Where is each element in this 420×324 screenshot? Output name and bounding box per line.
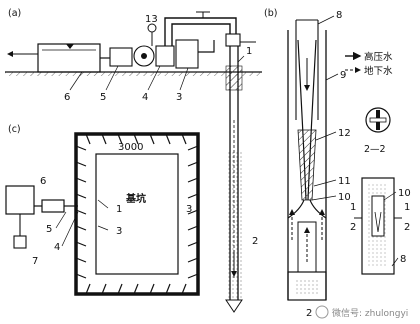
panel-a-label: (a) — [8, 8, 21, 19]
label-2: 2 — [252, 236, 258, 247]
cut-mark-right-2: 2 — [404, 222, 410, 233]
well-point — [187, 193, 199, 199]
section-2-2: 2—2 10 8 1 2 1 2 — [350, 107, 411, 275]
well-point — [187, 225, 199, 231]
label-c-5: 5 — [46, 224, 52, 235]
label-6: 6 — [64, 92, 70, 103]
well-point — [117, 133, 123, 145]
well-casing — [225, 46, 243, 313]
well-point — [165, 283, 171, 295]
cut-mark-right-1: 1 — [404, 202, 410, 213]
well-point — [165, 133, 171, 145]
well-point — [187, 145, 199, 151]
well-point — [75, 225, 87, 231]
panel-c-label: (c) — [8, 124, 21, 135]
panel-a-numbers: 13 1 6 5 4 3 2 — [64, 14, 258, 247]
well-point — [133, 283, 139, 295]
label-1: 1 — [246, 46, 252, 57]
flow-legend: 高压水 地下水 — [345, 51, 393, 77]
well-point — [181, 283, 187, 295]
panel-c-numbers: 6 5 4 7 1 3 3 — [32, 176, 192, 267]
well-point — [187, 241, 199, 247]
cut-mark-left-2: 2 — [350, 222, 356, 233]
legend-high-pressure: 高压水 — [364, 51, 393, 63]
well-point — [101, 283, 107, 295]
watermark-text: 微信号: zhulongyi — [332, 307, 408, 319]
label-b-12: 12 — [338, 128, 351, 139]
panel-a: (a) — [5, 8, 262, 313]
label-c-3b: 3 — [186, 204, 192, 215]
panel-b-label: (b) — [264, 8, 277, 19]
panel-b: (b) 8 9 12 11 10 2 — [264, 8, 393, 319]
label-c-7: 7 — [32, 256, 38, 267]
label-c-3: 3 — [116, 226, 122, 237]
well-point — [187, 209, 199, 215]
label-c-6: 6 — [40, 176, 46, 187]
label-b-2: 2 — [306, 308, 312, 319]
cut-mark-left-1: 1 — [350, 202, 356, 213]
well-point — [187, 257, 199, 263]
label-c-1: 1 — [116, 204, 122, 215]
well-point — [117, 283, 123, 295]
well-point — [101, 133, 107, 145]
well-point — [75, 193, 87, 199]
label-13: 13 — [145, 14, 158, 25]
well-point — [149, 133, 155, 145]
well-point — [133, 133, 139, 145]
label-b-9: 9 — [340, 70, 346, 81]
pit-label: 基坑 — [125, 192, 146, 205]
water-tank — [7, 43, 101, 73]
well-point — [181, 133, 187, 145]
label-c-4: 4 — [54, 242, 60, 253]
section-title: 2—2 — [364, 144, 386, 155]
label-4: 4 — [142, 92, 148, 103]
well-point — [75, 145, 87, 151]
pipe-network — [147, 11, 256, 53]
pump-equipment — [5, 185, 78, 249]
well-point — [187, 273, 199, 279]
well-point — [85, 133, 91, 145]
label-b-10: 10 — [338, 192, 351, 203]
well-point — [187, 161, 199, 167]
label-3: 3 — [176, 92, 182, 103]
well-point — [187, 177, 199, 183]
well-point — [75, 161, 87, 167]
well-point — [149, 283, 155, 295]
well-point — [75, 257, 87, 263]
well-point — [75, 273, 87, 279]
well-point — [85, 283, 91, 295]
dimension-label: 3000 — [118, 142, 143, 153]
label-s-8: 8 — [400, 254, 406, 265]
label-b-11: 11 — [338, 176, 351, 187]
well-point — [75, 177, 87, 183]
pump-set — [100, 39, 199, 69]
panel-c: (c) 3000 基坑 6 5 4 7 1 3 3 — [5, 124, 200, 296]
pit-outline — [95, 153, 179, 275]
label-5: 5 — [100, 92, 106, 103]
legend-groundwater: 地下水 — [364, 65, 393, 77]
well-point — [75, 241, 87, 247]
well-point-ring — [75, 133, 199, 295]
well-point — [75, 209, 87, 215]
label-b-8: 8 — [336, 10, 342, 21]
label-s-10: 10 — [398, 188, 411, 199]
watermark: 微信号: zhulongyi — [315, 305, 408, 319]
